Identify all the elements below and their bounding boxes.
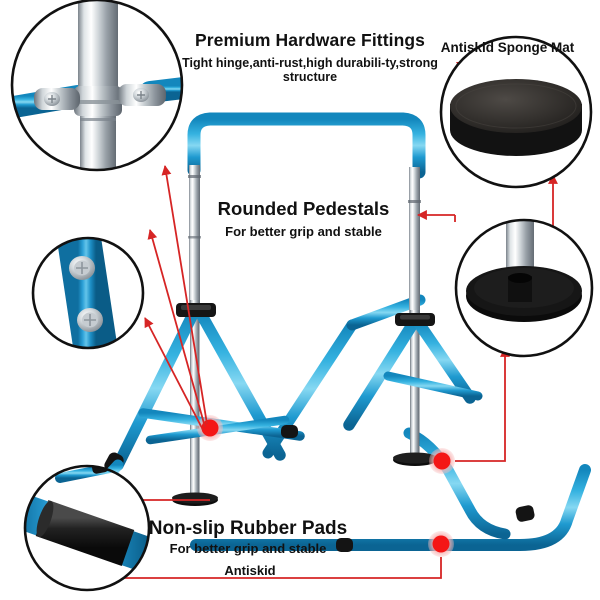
callout-ring-icon xyxy=(31,236,145,350)
annotation-markers xyxy=(197,415,455,557)
label-hardware-title: Premium Hardware Fittings xyxy=(194,30,426,50)
label-rounded-pedestals: Rounded Pedestals For better grip and st… xyxy=(196,198,411,239)
callout-hinge-clamp xyxy=(10,0,184,172)
callout-rounded-pedestal xyxy=(454,218,594,358)
label-antiskid: Antiskid xyxy=(170,563,330,578)
callout-sponge-mat xyxy=(439,35,593,189)
label-hardware-fittings: Premium Hardware Fittings Tight hinge,an… xyxy=(180,30,440,85)
label-rubber-pads: Non-slip Rubber Pads For better grip and… xyxy=(128,518,368,557)
callout-ring-icon xyxy=(439,35,593,189)
label-hardware-subtitle: Tight hinge,anti-rust,high durabili-ty,s… xyxy=(182,55,438,85)
arrow-icon xyxy=(144,317,204,431)
arrow-icon xyxy=(59,557,442,583)
product-main-unit xyxy=(100,112,591,552)
right-a-frame xyxy=(343,313,483,431)
label-rubber-pads-title: Non-slip Rubber Pads xyxy=(148,518,348,539)
label-antiskid-title: Antiskid xyxy=(224,563,276,578)
label-pedestals-subtitle: For better grip and stable xyxy=(225,223,382,239)
arrow-icon xyxy=(161,165,208,425)
label-pedestals-title: Rounded Pedestals xyxy=(217,198,390,219)
label-sponge-mat: Antiskid Sponge Mat xyxy=(420,40,595,56)
callout-ring-icon xyxy=(454,218,594,358)
top-horizontal-bar xyxy=(187,112,426,179)
rear-floor-rail xyxy=(190,427,591,552)
callout-bolt-screws xyxy=(31,236,145,350)
arrow-icon xyxy=(147,229,206,428)
callout-rubber-pad xyxy=(23,464,151,592)
leader-line xyxy=(455,352,506,462)
label-rubber-pads-subtitle: For better grip and stable xyxy=(169,541,327,557)
callout-ring-icon xyxy=(23,464,151,592)
label-sponge-mat-title: Antiskid Sponge Mat xyxy=(440,40,575,55)
callout-ring-icon xyxy=(10,0,184,172)
